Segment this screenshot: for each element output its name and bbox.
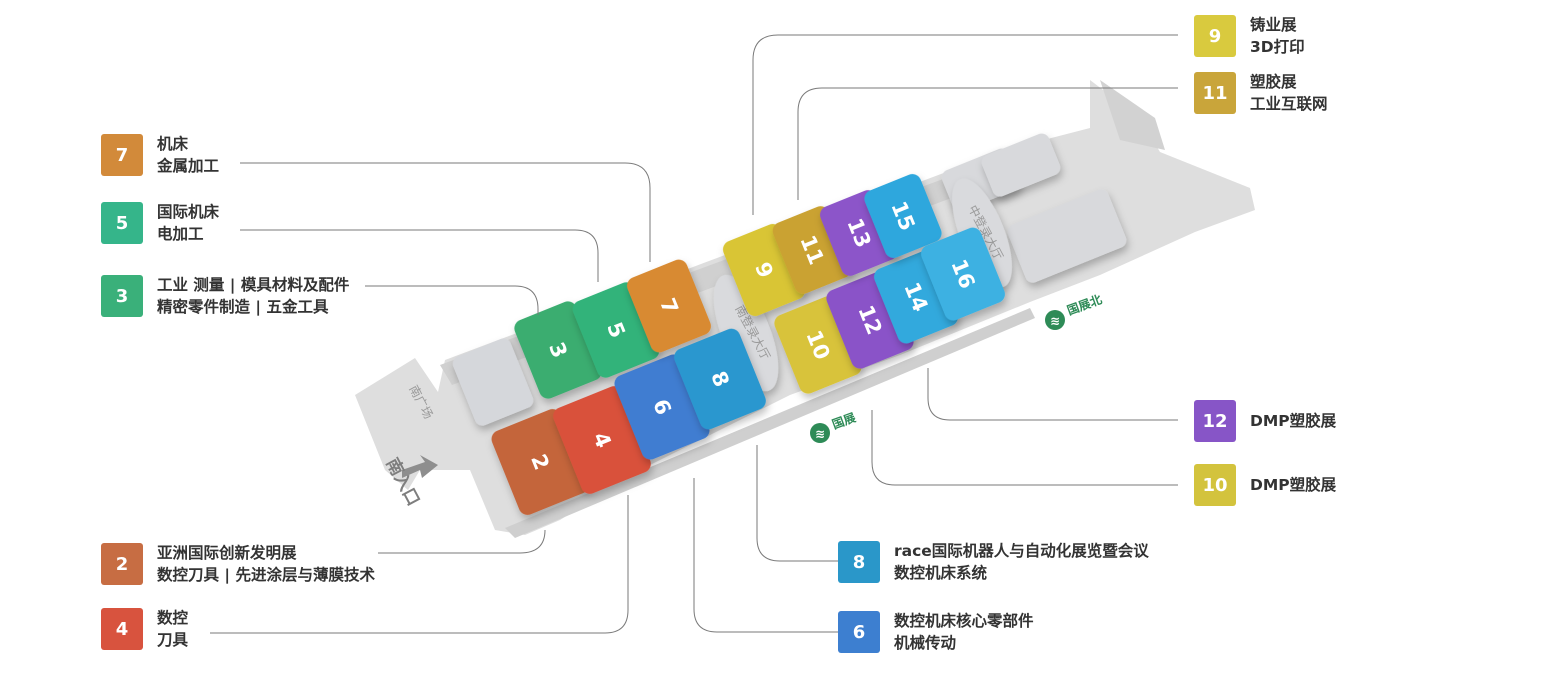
legend-line: race国际机器人与自动化展览暨会议 bbox=[894, 542, 1149, 560]
legend-hall-4-text: 数控 刀具 bbox=[157, 607, 188, 651]
legend-line: 数控 bbox=[157, 609, 189, 627]
metro-guozhan-north[interactable]: ≋ 国展北 bbox=[1045, 291, 1104, 330]
metro-guozhan[interactable]: ≋ 国展 bbox=[810, 410, 858, 443]
legend-line: DMP塑胶展 bbox=[1250, 412, 1337, 430]
legend-line: 亚洲国际创新发明展 bbox=[157, 544, 297, 562]
unlabeled-halls bbox=[452, 133, 1127, 426]
legend-line: 电加工 bbox=[157, 225, 204, 243]
metro-guozhan-north-label: 国展北 bbox=[1065, 291, 1104, 317]
legend-line: 数控机床核心零部件 bbox=[894, 612, 1034, 630]
legend-hall-6[interactable]: 6 数控机床核心零部件 机械传动 bbox=[838, 610, 1034, 654]
legend-hall-8[interactable]: 8 race国际机器人与自动化展览暨会议 数控机床系统 bbox=[838, 540, 1149, 584]
legend-hall-5-badge: 5 bbox=[101, 202, 143, 244]
metro-guozhan-label: 国展 bbox=[830, 410, 857, 431]
legend-hall-12-badge: 12 bbox=[1194, 400, 1236, 442]
hall-7[interactable]: 7 bbox=[624, 257, 713, 355]
legend-hall-2-badge: 2 bbox=[101, 543, 143, 585]
legend-line: 国际机床 bbox=[157, 203, 220, 221]
legend-hall-4[interactable]: 4 数控 刀具 bbox=[101, 607, 188, 651]
legend-hall-11-badge: 11 bbox=[1194, 72, 1236, 114]
legend-hall-9-badge: 9 bbox=[1194, 15, 1236, 57]
hall-8[interactable]: 8 bbox=[671, 326, 768, 432]
leader-lines bbox=[210, 34, 1178, 634]
legend-hall-10-text: DMP塑胶展 bbox=[1250, 474, 1336, 496]
legend-hall-6-badge: 6 bbox=[838, 611, 880, 653]
legend-line: 塑胶展 bbox=[1250, 73, 1297, 91]
legend-line: 金属加工 bbox=[157, 157, 220, 175]
metro-icon bbox=[810, 423, 830, 443]
legend-line: 机械传动 bbox=[894, 634, 957, 652]
legend-hall-9[interactable]: 9 铸业展 3D打印 bbox=[1194, 14, 1305, 58]
legend-hall-8-badge: 8 bbox=[838, 541, 880, 583]
legend-hall-10[interactable]: 10 DMP塑胶展 bbox=[1194, 464, 1336, 506]
legend-hall-3-text: 工业 测量 | 模具材料及配件 精密零件制造 | 五金工具 bbox=[157, 274, 349, 318]
legend-line: 数控刀具 | 先进涂层与薄膜技术 bbox=[157, 566, 375, 584]
hall-7-block bbox=[627, 259, 711, 353]
metro-icon bbox=[1045, 310, 1065, 330]
legend-hall-5[interactable]: 5 国际机床 电加工 bbox=[101, 201, 219, 245]
hall-16[interactable]: 16 bbox=[918, 225, 1007, 323]
legend-line: 铸业展 bbox=[1250, 16, 1297, 34]
legend-line: 工业 测量 | 模具材料及配件 bbox=[157, 276, 350, 294]
legend-hall-8-text: race国际机器人与自动化展览暨会议 数控机床系统 bbox=[894, 540, 1149, 584]
legend-hall-9-text: 铸业展 3D打印 bbox=[1250, 14, 1305, 58]
hall-8-block bbox=[674, 328, 766, 430]
legend-line: 3D打印 bbox=[1250, 38, 1305, 56]
legend-line: 精密零件制造 | 五金工具 bbox=[157, 298, 329, 316]
svg-text:≋: ≋ bbox=[815, 427, 825, 441]
legend-hall-5-text: 国际机床 电加工 bbox=[157, 201, 219, 245]
hall-15[interactable]: 15 bbox=[862, 171, 945, 260]
legend-line: 机床 bbox=[157, 135, 189, 153]
legend-hall-12[interactable]: 12 DMP塑胶展 bbox=[1194, 400, 1336, 442]
legend-hall-7-text: 机床 金属加工 bbox=[157, 133, 219, 177]
hall-16-block bbox=[921, 227, 1005, 321]
legend-line: DMP塑胶展 bbox=[1250, 476, 1337, 494]
legend-hall-7[interactable]: 7 机床 金属加工 bbox=[101, 133, 219, 177]
legend-hall-10-badge: 10 bbox=[1194, 464, 1236, 506]
legend-line: 数控机床系统 bbox=[894, 564, 988, 582]
legend-line: 工业互联网 bbox=[1250, 95, 1328, 113]
legend-hall-3[interactable]: 3 工业 测量 | 模具材料及配件 精密零件制造 | 五金工具 bbox=[101, 274, 349, 318]
legend-line: 刀具 bbox=[157, 631, 189, 649]
legend-hall-3-badge: 3 bbox=[101, 275, 143, 317]
legend-hall-7-badge: 7 bbox=[101, 134, 143, 176]
arrow-right-icon bbox=[402, 455, 438, 478]
legend-hall-11-text: 塑胶展 工业互联网 bbox=[1250, 71, 1328, 115]
hall-15-block bbox=[864, 174, 942, 258]
legend-hall-4-badge: 4 bbox=[101, 608, 143, 650]
legend-hall-11[interactable]: 11 塑胶展 工业互联网 bbox=[1194, 71, 1328, 115]
legend-hall-6-text: 数控机床核心零部件 机械传动 bbox=[894, 610, 1034, 654]
svg-text:≋: ≋ bbox=[1050, 314, 1060, 328]
legend-hall-2[interactable]: 2 亚洲国际创新发明展 数控刀具 | 先进涂层与薄膜技术 bbox=[101, 542, 375, 586]
legend-hall-2-text: 亚洲国际创新发明展 数控刀具 | 先进涂层与薄膜技术 bbox=[157, 542, 375, 586]
legend-hall-12-text: DMP塑胶展 bbox=[1250, 410, 1336, 432]
